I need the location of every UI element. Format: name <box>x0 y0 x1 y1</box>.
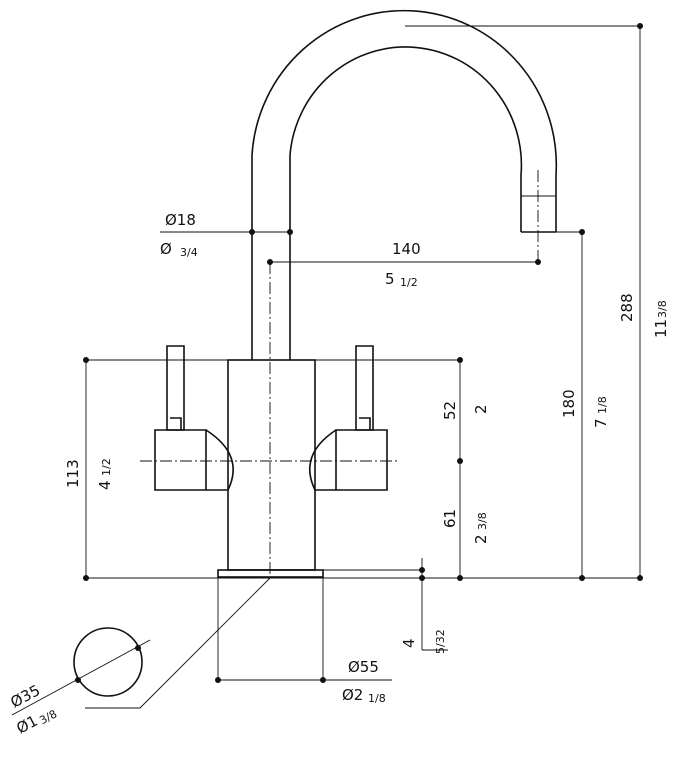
base-thickness-mm: 4 <box>400 638 418 648</box>
hole-diameter-mm: Ø35 <box>7 681 43 711</box>
base-thickness-inch-frac: 5/32 <box>434 629 447 654</box>
pipe-diameter-inch-frac: 3/4 <box>180 246 198 259</box>
spout-height-mm: 180 <box>560 389 578 418</box>
dimension-labels: Ø18 Ø 3/4 140 5 1/2 288 11 3/8 180 7 1/8… <box>7 211 670 738</box>
mounting-hole-circle <box>73 627 143 697</box>
hole-diameter-inch-frac: 3/8 <box>37 707 59 727</box>
body-height-inch: 4 <box>96 480 114 490</box>
pipe-diameter-inch: Ø <box>160 240 172 258</box>
base-plate <box>217 569 324 578</box>
spout-outer <box>251 9 558 360</box>
body-height-mm: 113 <box>64 459 82 488</box>
spout-inner <box>289 46 523 360</box>
total-height-inch-frac: 3/8 <box>656 300 669 318</box>
right-handle-neck <box>359 417 371 430</box>
center-lines <box>140 170 539 578</box>
reach-inch: 5 <box>385 270 395 288</box>
central-body <box>227 359 316 571</box>
faucet-body <box>154 9 558 578</box>
total-height-mm: 288 <box>618 293 636 322</box>
base-diameter-inch-frac: 1/8 <box>368 692 386 705</box>
lower-section-inch-frac: 3/8 <box>476 512 489 530</box>
spout-height-inch: 7 <box>592 418 610 428</box>
left-handle-neck <box>170 417 182 430</box>
body-height-inch-frac: 1/2 <box>100 458 113 476</box>
right-valve-housing <box>335 429 388 491</box>
pipe-diameter-mm: Ø18 <box>165 211 196 229</box>
spout-height-inch-frac: 1/8 <box>596 396 609 414</box>
right-valve-bulge <box>308 429 337 491</box>
base-diameter-inch: Ø2 <box>342 686 363 704</box>
reach-mm: 140 <box>392 240 421 258</box>
total-height-inch: 11 <box>652 319 670 338</box>
left-valve-bulge <box>205 429 234 491</box>
base-diameter-mm: Ø55 <box>348 658 379 676</box>
lower-section-inch: 2 <box>472 534 490 544</box>
lower-section-mm: 61 <box>441 509 459 528</box>
dimension-lines <box>11 23 643 716</box>
upper-section-inch: 2 <box>472 404 490 414</box>
upper-section-mm: 52 <box>441 401 459 420</box>
reach-inch-frac: 1/2 <box>400 276 418 289</box>
left-valve-housing <box>154 429 207 491</box>
